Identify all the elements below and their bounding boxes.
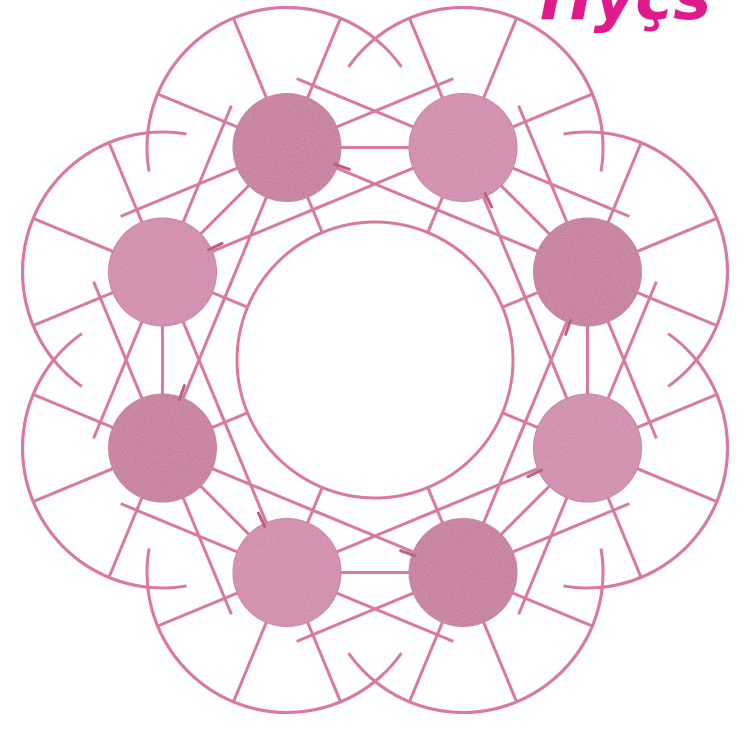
fruit-body — [409, 518, 517, 626]
fruit-body — [409, 94, 517, 202]
fruit-body — [233, 94, 341, 202]
fruit-body — [233, 518, 341, 626]
fruit-body — [109, 394, 217, 502]
fruit-body — [533, 218, 641, 326]
center-circle — [237, 222, 513, 498]
fruit-body — [533, 394, 641, 502]
fruit-body — [109, 218, 217, 326]
